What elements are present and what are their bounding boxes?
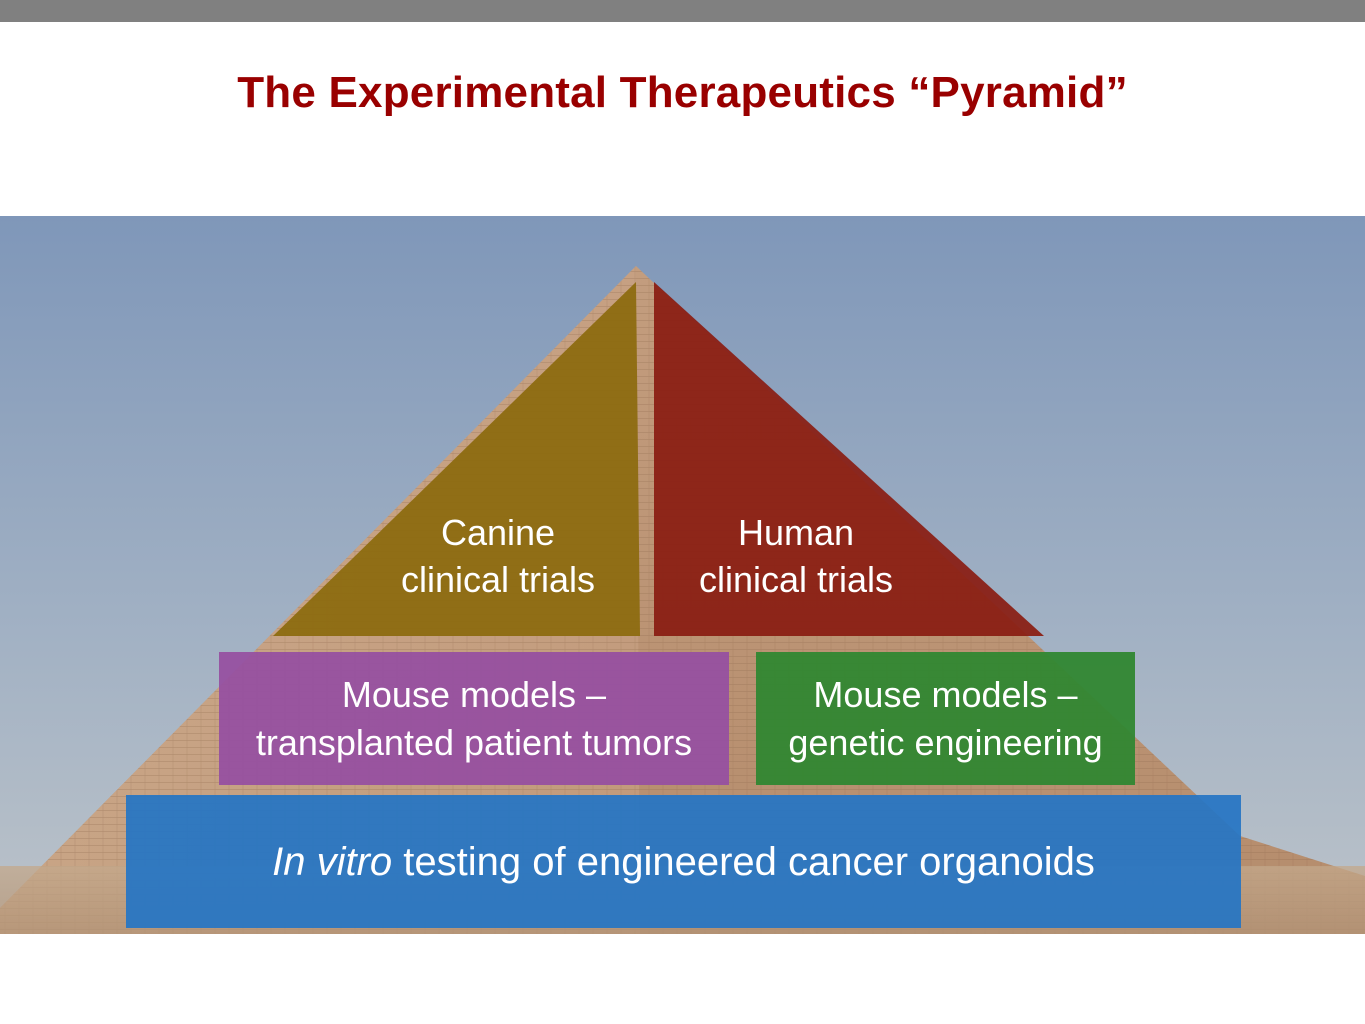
human-trials-label: Human clinical trials (666, 509, 926, 603)
in-vitro-label: In vitro testing of engineered cancer or… (272, 838, 1095, 886)
mouse-genetic-box: Mouse models – genetic engineering (756, 652, 1135, 785)
mouse-genetic-line2: genetic engineering (788, 721, 1103, 763)
mouse-transplanted-box: Mouse models – transplanted patient tumo… (219, 652, 729, 785)
in-vitro-rest: testing of engineered cancer organoids (392, 839, 1095, 884)
in-vitro-box: In vitro testing of engineered cancer or… (126, 795, 1241, 928)
top-bar (0, 0, 1365, 22)
human-line1: Human (737, 512, 855, 553)
canine-line2: clinical trials (400, 559, 596, 600)
slide-title: The Experimental Therapeutics “Pyramid” (237, 68, 1128, 117)
human-line2: clinical trials (698, 559, 894, 600)
mouse-transplanted-line2: transplanted patient tumors (255, 721, 693, 763)
canine-trials-label: Canine clinical trials (368, 509, 628, 603)
mouse-transplanted-line1: Mouse models – (341, 673, 607, 715)
human-triangle (654, 282, 1044, 636)
mouse-genetic-line1: Mouse models – (813, 673, 1078, 715)
canine-line1: Canine (440, 512, 556, 553)
canine-triangle (273, 282, 640, 636)
in-vitro-italic: In vitro (272, 839, 393, 884)
